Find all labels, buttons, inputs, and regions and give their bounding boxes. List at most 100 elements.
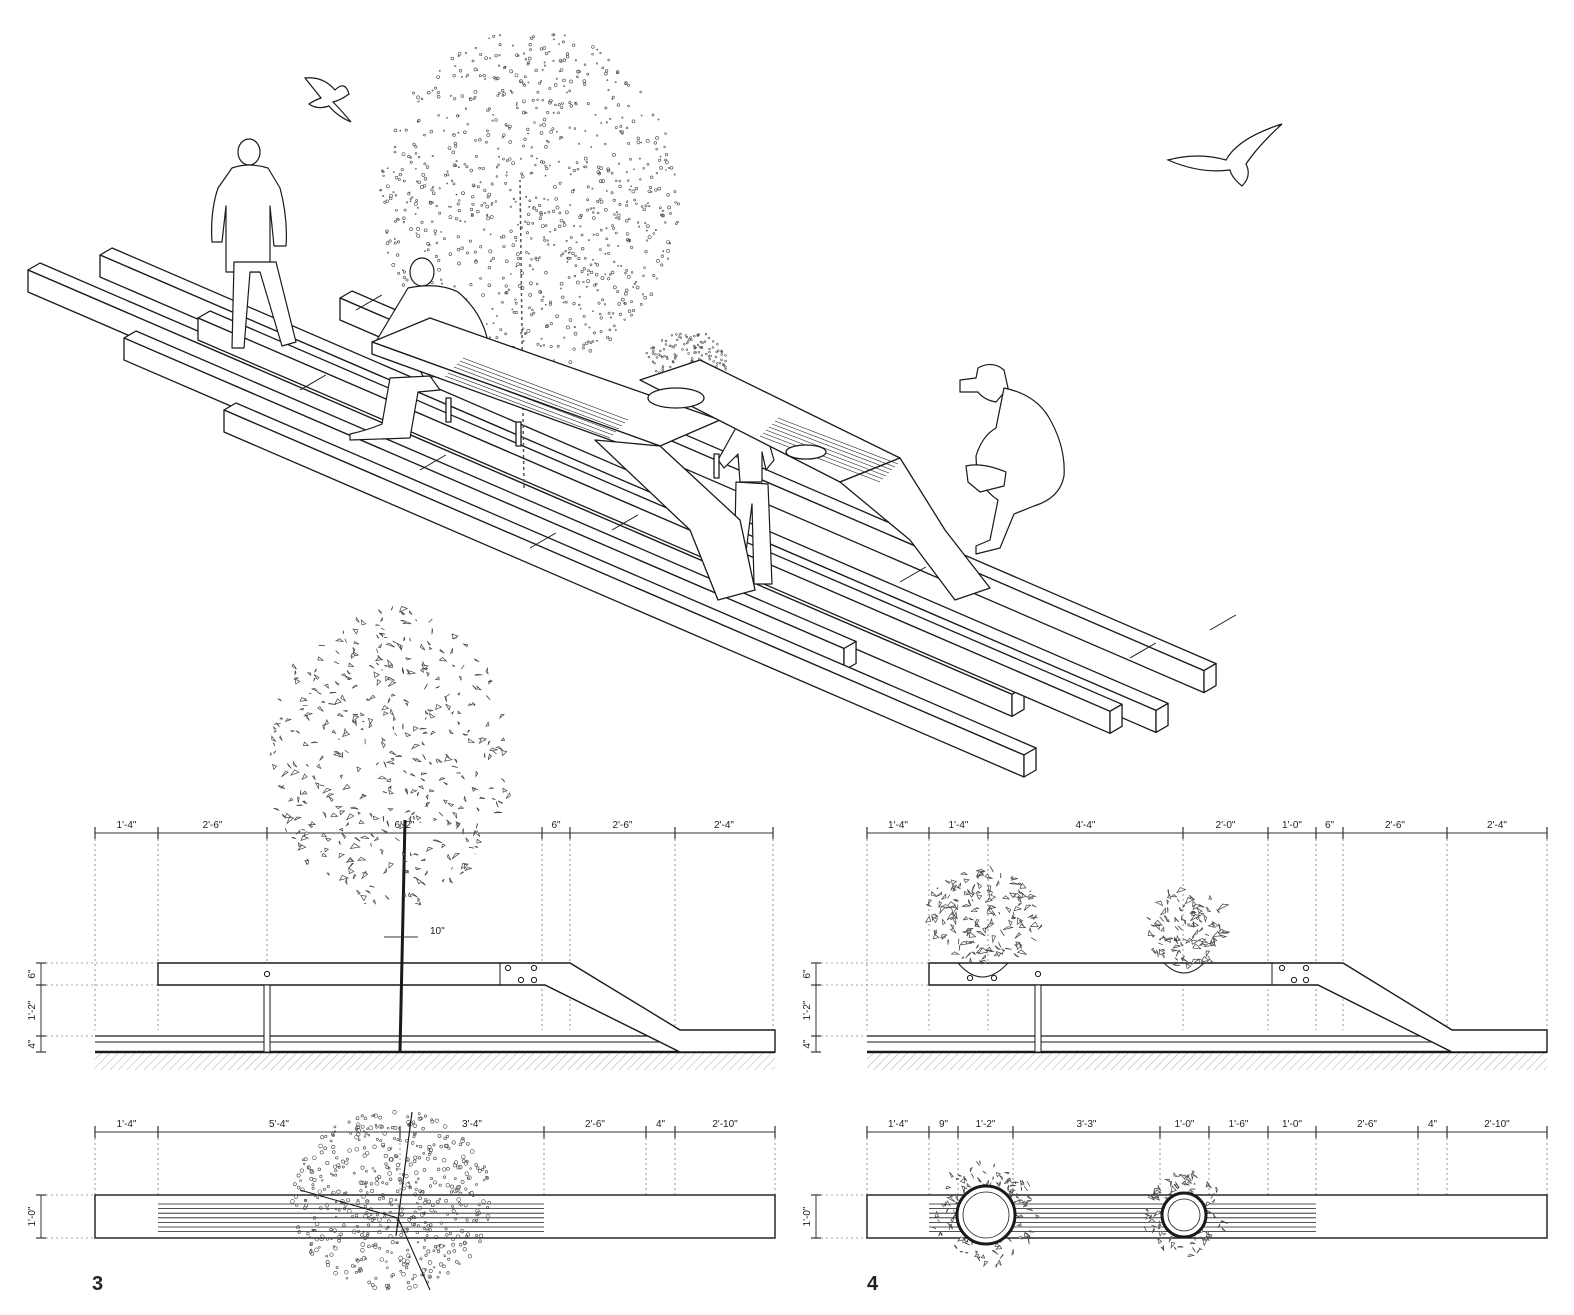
tree-foliage-dot [607,251,611,255]
elev3-tree-leaf [394,732,398,737]
tree-foliage-dot [528,199,532,203]
tree-foliage-dot [540,80,543,83]
tree-foliage-dot [638,157,641,160]
elev3-tree-leaf [457,805,465,810]
plan3-canopy-dot [325,1260,330,1264]
tree-foliage-dot [585,161,589,164]
tree-foliage-dot [490,203,493,206]
elev3-tree-leaf [359,794,366,800]
tree-foliage-dot [568,126,571,129]
plan3-canopy-dot [475,1234,479,1237]
tree-foliage-dot [489,233,492,236]
plan4-leaf [1170,1185,1177,1193]
plan3-canopy-dot [385,1227,388,1231]
elev3-tree-leaf [387,677,395,681]
shrub-foliage-dot [705,352,708,356]
elev3-tree-leaf [273,726,277,730]
tree-foliage-dot [457,166,460,169]
shrub-foliage-dot [690,357,694,360]
tree-foliage-dot [577,257,581,261]
elev3-tree-leaf [324,683,329,689]
tree-foliage-dot [435,204,438,208]
elev3-tree-leaf [428,712,436,719]
elev3-tree-leaf [345,813,355,821]
elev3-tree-leaf [416,791,420,797]
tree-foliage-dot [588,239,590,242]
tree-foliage-dot [400,168,404,172]
tree-foliage-dot [620,130,624,134]
tree-foliage-dot [666,257,669,260]
tree-foliage-dot [485,323,488,325]
elev3-tree-leaf [472,685,477,691]
elev3-tree-leaf [301,773,308,781]
plan4-leaf [1200,1236,1204,1241]
tree-foliage-dot [619,125,623,128]
tree-foliage-dot [460,94,464,98]
tree-foliage-dot [620,264,623,268]
elev3-tree-leaf [375,634,380,639]
tree-foliage-dot [479,277,482,280]
tree-foliage-dot [549,345,553,348]
shrub-foliage-dot [685,336,689,339]
plan3-canopy-dot [360,1248,365,1253]
tree-foliage-dot [611,224,614,227]
elev4-shrub-leaf [1027,896,1034,900]
elev3-tree-leaf [365,698,371,702]
tree-foliage-dot [526,329,531,333]
tree-foliage-dot [603,303,607,306]
tree-foliage-dot [530,146,533,149]
tree-foliage-dot [634,186,639,191]
plan3-canopy-dot [311,1186,315,1190]
tree-foliage-dot [659,165,663,170]
plan4-leaf [1004,1171,1010,1175]
plan3-canopy-dot [413,1222,416,1226]
plan3-canopy-dot [313,1229,317,1233]
elev3-tree-leaf [444,756,453,762]
plan3-canopy-dot [469,1191,474,1195]
plan3-canopy-dot [452,1249,457,1253]
plan3-canopy-dot [333,1125,337,1129]
plan3-canopy-dot [395,1241,399,1244]
elev3-tree-leaf [326,793,335,798]
elev4-shrub-leaf [967,888,971,894]
tree-foliage-dot [453,141,458,146]
tree-foliage-dot [633,168,635,171]
tree-foliage-dot [553,33,556,36]
tree-foliage-dot [549,300,553,304]
tree-foliage-dot [528,205,531,208]
elev3-tree-leaf [491,797,496,801]
elev3-tree-leaf [403,637,406,642]
elev3-tree-leaf [350,806,359,810]
plan3-canopy-dot [318,1246,321,1249]
tree-foliage-dot [508,140,512,144]
elev3-tree-leaf [448,877,453,884]
tree-foliage-dot [562,221,565,224]
tree-foliage-dot [473,250,477,254]
plan4-leaf [1164,1178,1170,1183]
tree-foliage-dot [540,337,543,340]
shrub-foliage-dot [693,351,696,354]
tree-foliage-dot [436,90,440,95]
plan3-canopy-dot [426,1249,431,1254]
plan3-canopy-dot [451,1205,454,1208]
tree-foliage-dot [616,70,620,74]
tree-foliage-dot [495,166,499,169]
plan3-canopy-dot [335,1156,339,1160]
tree-foliage-dot [624,288,629,292]
plan3-canopy-dot [326,1184,330,1188]
tree-foliage-dot [450,179,454,182]
plan3-canopy-dot [380,1125,384,1129]
plan3-canopy-dot [455,1234,461,1239]
elev3-tree-leaf [376,679,382,687]
elev4-shrub-leaf [971,899,974,902]
plan3-canopy-dot [366,1127,369,1130]
plan4-leaf [992,1176,994,1181]
tree-foliage-dot [468,97,473,101]
tree-foliage-dot [624,81,628,85]
tree-foliage-dot [522,340,525,343]
plan3-branch [299,1189,399,1219]
plan4-leaf [1168,1236,1173,1243]
figure-number-3: 3 [92,1273,103,1295]
plan3-canopy-dot [478,1233,483,1238]
plan3-canopy-dot [425,1234,429,1237]
